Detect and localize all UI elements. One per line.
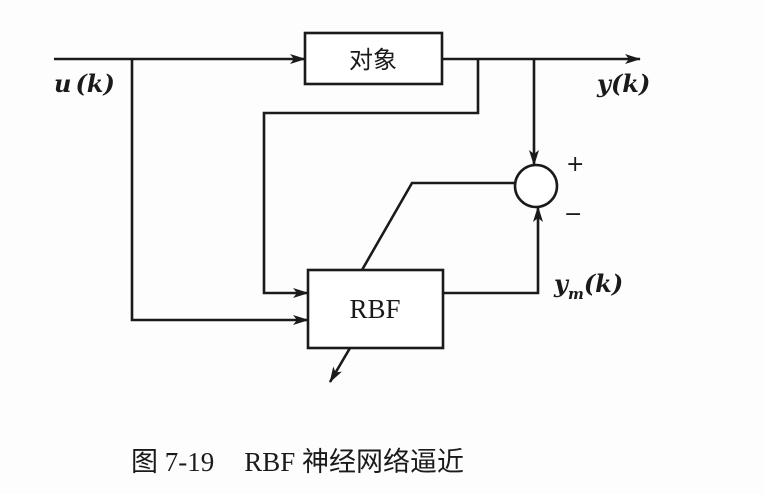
output-signal-label: y(k) bbox=[596, 69, 650, 98]
model-output-label: ym(k) bbox=[553, 269, 623, 303]
plant-label: 对象 bbox=[349, 46, 397, 74]
model-output-arg: (k) bbox=[584, 269, 623, 298]
minus-sign: − bbox=[564, 202, 582, 227]
adaptation-arrow bbox=[328, 347, 352, 383]
error-wire bbox=[360, 181, 515, 271]
figure-title: RBF 神经网络逼近 bbox=[244, 447, 464, 477]
summing-junction bbox=[513, 163, 559, 209]
output-feedback-wire bbox=[262, 59, 480, 298]
plus-sign: + bbox=[566, 152, 584, 177]
input-var: u bbox=[54, 69, 71, 98]
input-branch-wire bbox=[130, 59, 309, 325]
model-output-var: y bbox=[553, 269, 570, 298]
input-arg: (k) bbox=[75, 69, 114, 98]
output-var: y bbox=[596, 69, 613, 98]
input-signal-label: u(k) bbox=[54, 69, 115, 98]
figure-number: 图 7-19 bbox=[131, 447, 214, 477]
output-arg: (k) bbox=[611, 69, 650, 98]
figure-caption: 图 7-19 RBF 神经网络逼近 bbox=[131, 447, 464, 477]
rbf-block bbox=[306, 268, 445, 350]
rbf-label: RBF bbox=[349, 294, 400, 324]
model-output-sub: m bbox=[568, 285, 584, 303]
rbf-output-wire bbox=[443, 206, 543, 295]
